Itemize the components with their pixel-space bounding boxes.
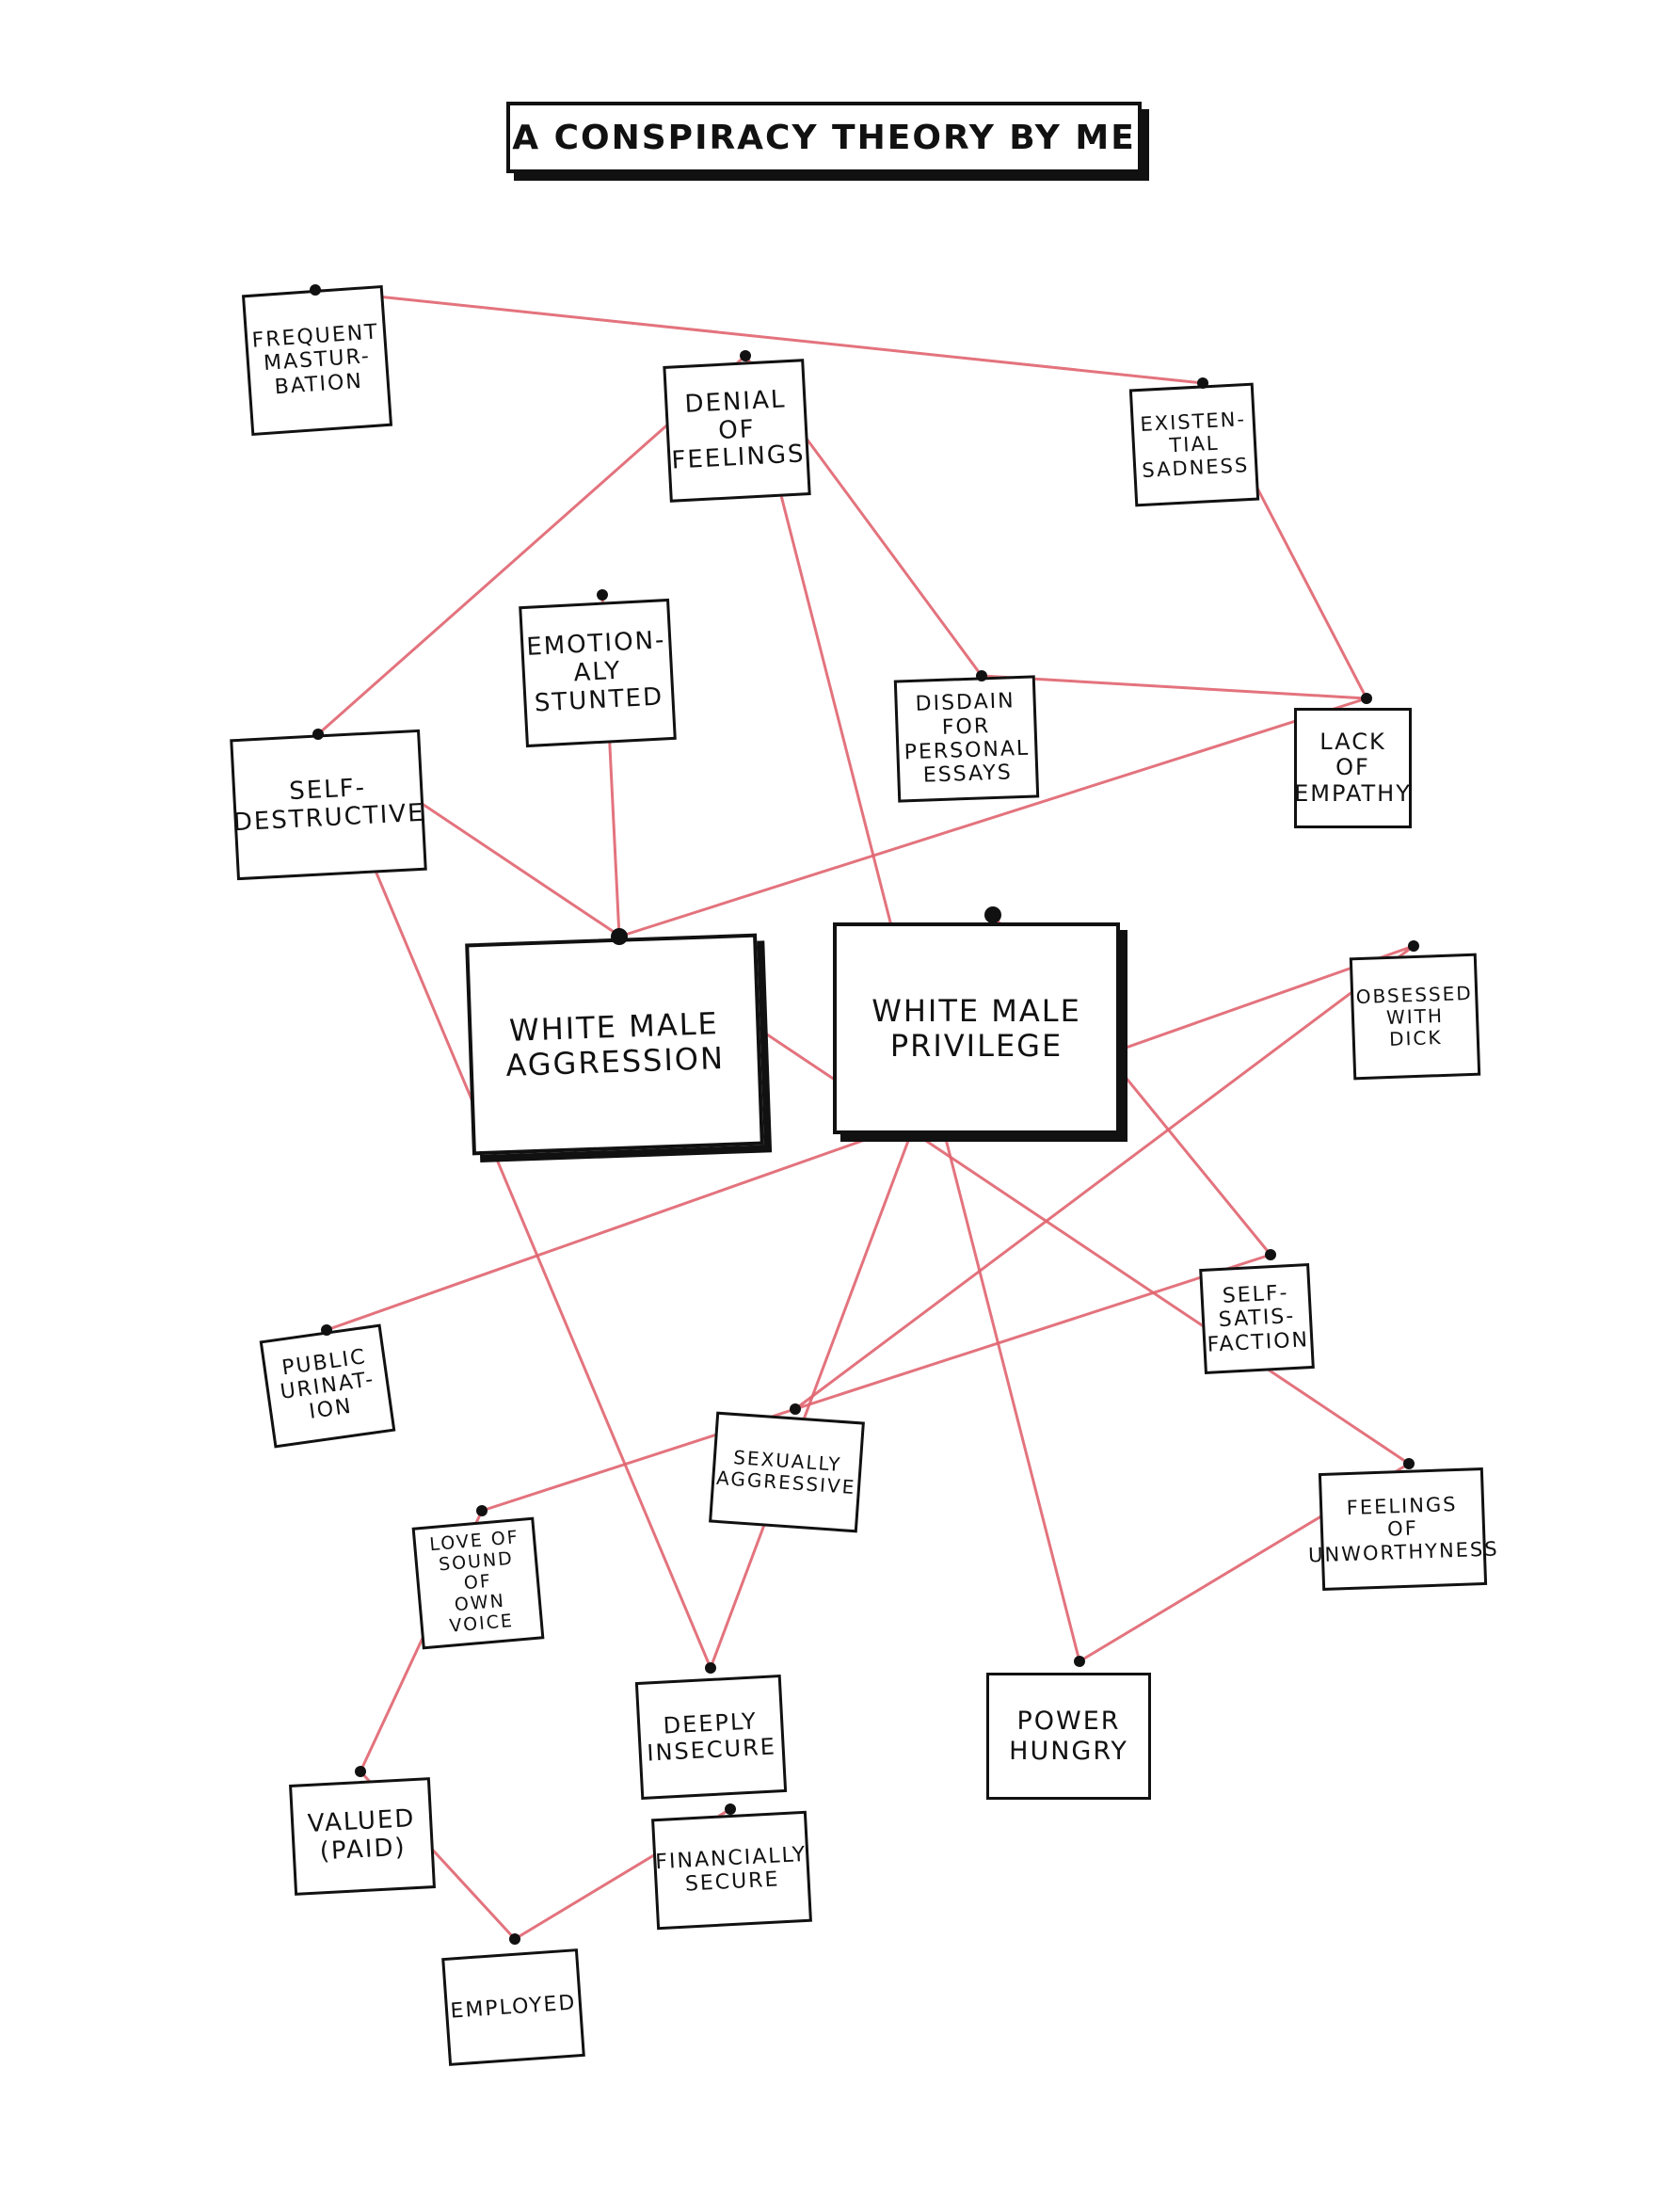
note-love-of-sound: LOVE OF SOUND OF OWN VOICE [411,1516,545,1650]
note-label: WHITE MALE AGGRESSION [504,1004,726,1083]
pushpin-icon [1361,693,1372,704]
note-label: EMOTION- ALY STUNTED [525,626,667,718]
pushpin-icon [312,729,324,740]
pushpin-icon [321,1324,332,1336]
pushpin-icon [1074,1656,1085,1667]
note-existential-sadness: EXISTEN- TIAL SADNESS [1128,382,1260,507]
note-feelings-of-unworthyness: FEELINGS OF UNWORTHYNESS [1308,1467,1499,1592]
pushpin-icon [476,1505,488,1516]
note-label: FREQUENT MASTUR- BATION [250,320,380,399]
note-self-destructive: SELF- DESTRUCTIVE [230,729,427,881]
note-label: DEEPLY INSECURE [646,1707,777,1767]
pushpin-icon [705,1662,716,1674]
note-self-satisfaction: SELF- SATIS- FACTION [1199,1263,1315,1374]
note-employed: EMPLOYED [441,1948,585,2066]
note-label: POWER HUNGRY [1009,1707,1128,1766]
red-string-obsessed_with_dick-to-sexually_aggressive [793,944,1415,1411]
note-label: SEXUALLY AGGRESSIVE [715,1446,857,1499]
pushpin-icon [1403,1458,1415,1469]
red-string-frequent_masturbation-to-existential_sadness [313,288,1205,385]
note-public-urination: PUBLIC URINAT- ION [259,1323,396,1449]
title-banner: A CONSPIRACY THEORY BY ME [506,102,1142,173]
pushpin-icon [355,1766,366,1777]
note-label: WHITE MALE PRIVILEGE [871,992,1081,1064]
pushpin-icon [740,350,751,361]
note-label: SELF- DESTRUCTIVE [232,774,426,838]
pushpin-icon [1408,940,1419,952]
note-label: EMPLOYED [449,1991,578,2024]
pushpin-icon [1265,1249,1276,1260]
red-string-disdain_personal_essays-to-lack_of_empathy [980,674,1368,700]
red-string-lack_of_empathy-to-white_male_aggression [617,697,1368,938]
note-label: LOVE OF SOUND OF OWN VOICE [428,1527,520,1637]
note-frequent-masturbation: FREQUENT MASTUR- BATION [241,284,393,437]
note-sexually-aggressive: SEXUALLY AGGRESSIVE [709,1411,865,1533]
note-label: SELF- SATIS- FACTION [1207,1281,1310,1357]
note-label: DISDAIN FOR PERSONAL ESSAYS [903,689,1031,788]
note-lack-of-empathy: LACK OF EMPATHY [1294,708,1412,828]
note-power-hungry: POWER HUNGRY [986,1673,1151,1800]
pushpin-icon [509,1933,520,1945]
pushpin-icon [310,284,321,296]
note-valued-paid: VALUED (PAID) [289,1777,436,1896]
note-label: PUBLIC URINAT- ION [279,1344,376,1424]
note-deeply-insecure: DEEPLY INSECURE [634,1675,788,1800]
note-label: EXISTEN- TIAL SADNESS [1139,408,1250,482]
note-label: DENIAL OF FEELINGS [670,384,807,476]
red-string-obsessed_with_dick-to-public_urination [325,944,1415,1332]
note-financially-secure: FINANCIALLY SECURE [651,1810,812,1931]
pushpin-icon [976,670,987,681]
pushpin-icon [597,589,608,601]
pushpin-icon [725,1803,736,1815]
red-string-self_satisfaction-to-love_of_sound [480,1253,1272,1513]
pushpin-icon [611,928,628,945]
pushpin-icon [790,1403,801,1415]
pushpin-icon [984,906,1001,923]
note-label: OBSESSED WITH DICK [1355,981,1473,1050]
note-white-male-privilege: WHITE MALE PRIVILEGE [833,922,1120,1134]
pushpin-icon [1197,377,1208,389]
note-obsessed-with-dick: OBSESSED WITH DICK [1349,953,1481,1081]
page-title: A CONSPIRACY THEORY BY ME [512,118,1136,157]
red-string-self_destructive-to-deeply_insecure [316,732,712,1670]
note-denial-of-feelings: DENIAL OF FEELINGS [663,359,811,503]
note-emotionally-stunted: EMOTION- ALY STUNTED [519,598,677,748]
note-white-male-aggression: WHITE MALE AGGRESSION [465,933,764,1156]
note-disdain-personal-essays: DISDAIN FOR PERSONAL ESSAYS [893,675,1040,803]
note-label: FEELINGS OF UNWORTHYNESS [1307,1493,1499,1567]
note-label: LACK OF EMPATHY [1294,728,1412,807]
note-label: VALUED (PAID) [307,1804,417,1867]
note-label: FINANCIALLY SECURE [654,1842,808,1897]
